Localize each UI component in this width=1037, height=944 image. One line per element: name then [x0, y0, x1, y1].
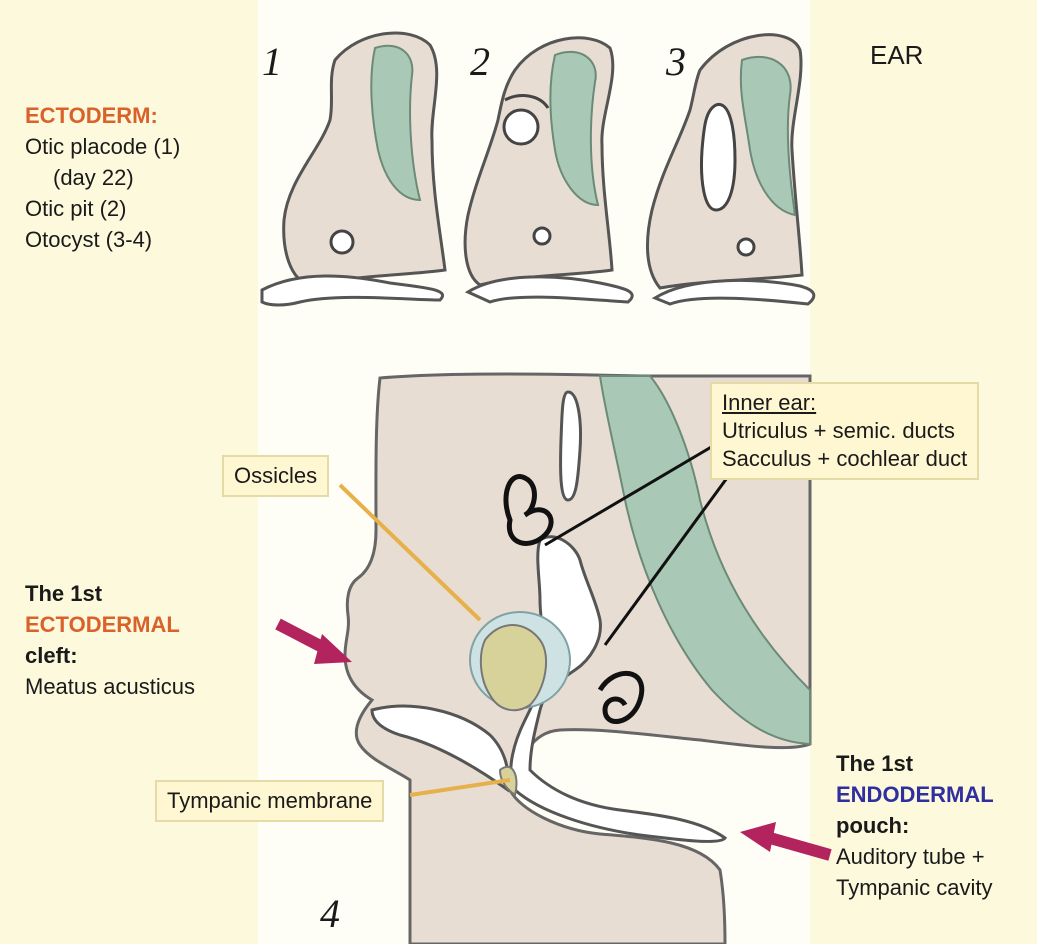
ectodermal-cleft-arrow	[278, 624, 352, 664]
ectodermal-cleft-line4: Meatus acusticus	[25, 671, 195, 702]
inner-ear-utriculus: Utriculus + semic. ducts	[722, 417, 967, 445]
ectoderm-line-otocyst: Otocyst (3-4)	[25, 224, 180, 255]
endodermal-pouch-line5: Tympanic cavity	[836, 872, 994, 903]
ectodermal-cleft-line1: The 1st	[25, 578, 195, 609]
stage-number-3: 3	[666, 38, 686, 85]
stage-1-drawing	[262, 33, 445, 305]
diagram-title: EAR	[870, 40, 923, 71]
ectoderm-line-day: (day 22)	[25, 162, 180, 193]
endodermal-pouch-line4: Auditory tube +	[836, 841, 994, 872]
ectoderm-heading: ECTODERM:	[25, 100, 180, 131]
ectoderm-legend: ECTODERM: Otic placode (1) (day 22) Otic…	[25, 100, 180, 255]
ectodermal-cleft-legend: The 1st ECTODERMAL cleft: Meatus acustic…	[25, 578, 195, 702]
endodermal-pouch-highlight: ENDODERMAL	[836, 779, 994, 810]
tympanic-membrane-label: Tympanic membrane	[155, 780, 384, 822]
inner-ear-heading: Inner ear:	[722, 389, 967, 417]
ectoderm-line-otic-placode: Otic placode (1)	[25, 131, 180, 162]
endodermal-pouch-line1: The 1st	[836, 748, 994, 779]
inner-ear-label: Inner ear: Utriculus + semic. ducts Sacc…	[710, 382, 979, 480]
endodermal-pouch-legend: The 1st ENDODERMAL pouch: Auditory tube …	[836, 748, 994, 903]
ectodermal-cleft-line3: cleft:	[25, 640, 195, 671]
stage-number-1: 1	[262, 38, 282, 85]
ossicles-label: Ossicles	[222, 455, 329, 497]
endodermal-pouch-arrow	[740, 822, 830, 855]
inner-ear-sacculus: Sacculus + cochlear duct	[722, 445, 967, 473]
stage-number-4: 4	[320, 890, 340, 937]
ectoderm-line-otic-pit: Otic pit (2)	[25, 193, 180, 224]
stage-number-2: 2	[470, 38, 490, 85]
ectodermal-cleft-highlight: ECTODERMAL	[25, 609, 195, 640]
stage-2-drawing	[465, 38, 632, 302]
endodermal-pouch-line3: pouch:	[836, 810, 994, 841]
